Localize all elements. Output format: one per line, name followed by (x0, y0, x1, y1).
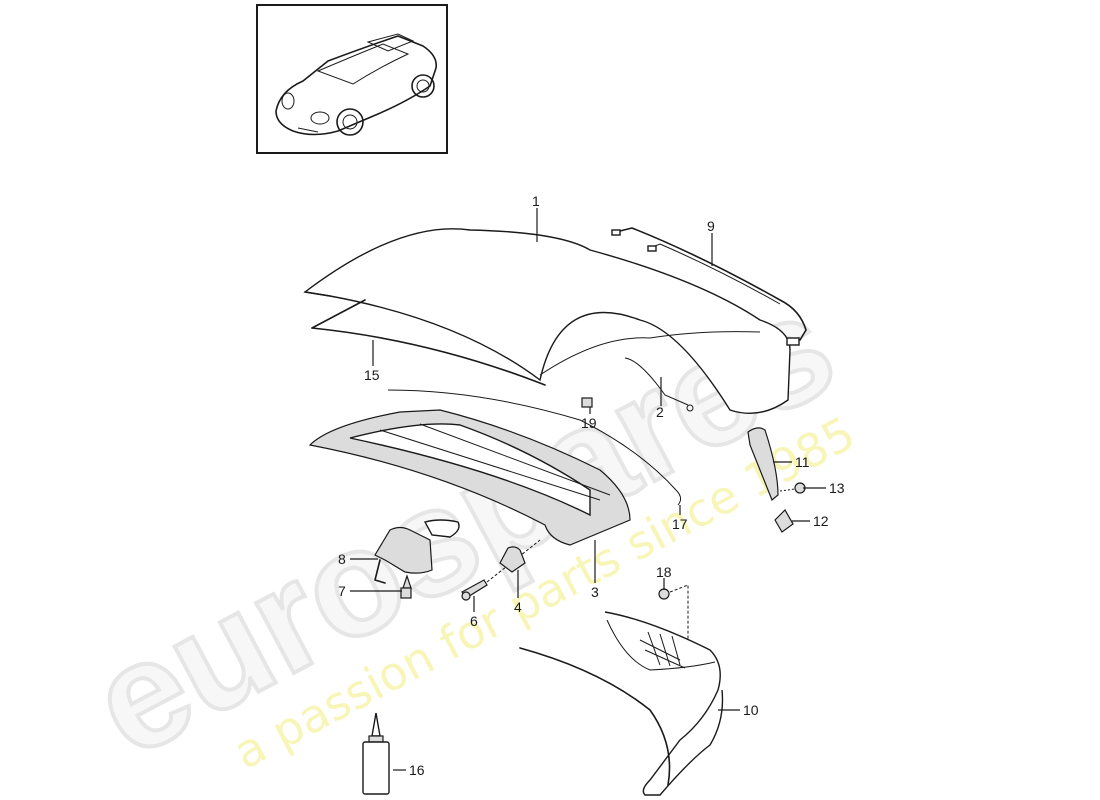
car-icon (275, 33, 438, 136)
part-13-rivet[interactable] (779, 482, 806, 494)
callout-8[interactable]: 8 (338, 551, 346, 567)
callout-16[interactable]: 16 (409, 762, 425, 778)
part-10-rear-trim[interactable] (519, 611, 724, 796)
part-11-pillar-trim[interactable] (747, 427, 779, 501)
callout-3[interactable]: 3 (591, 584, 599, 600)
part-3-roof-header[interactable] (308, 409, 631, 546)
part-16-adhesive-bottle[interactable] (362, 712, 390, 795)
callout-11[interactable]: 11 (795, 454, 810, 470)
callout-4[interactable]: 4 (514, 599, 522, 615)
callout-15[interactable]: 15 (364, 367, 380, 383)
callout-18[interactable]: 18 (656, 564, 672, 580)
part-19-clip[interactable] (581, 397, 593, 408)
part-17-cable[interactable] (387, 389, 682, 506)
part-1-top-cover[interactable] (303, 228, 791, 414)
part-6-bolt[interactable] (461, 539, 541, 601)
part-8-lock[interactable] (374, 519, 460, 584)
callout-19[interactable]: 19 (581, 415, 597, 431)
callout-2[interactable]: 2 (656, 404, 664, 420)
callout-10[interactable]: 10 (743, 702, 759, 718)
part-7-screw[interactable] (400, 574, 412, 599)
callout-1[interactable]: 1 (532, 193, 540, 209)
part-9-wiring-harness[interactable] (611, 227, 807, 346)
part-15-liner[interactable] (311, 299, 546, 386)
callout-7[interactable]: 7 (338, 583, 346, 599)
callout-9[interactable]: 9 (707, 218, 715, 234)
part-4-bracket[interactable] (499, 546, 526, 573)
part-12-clip[interactable] (774, 509, 794, 533)
callout-6[interactable]: 6 (470, 613, 478, 629)
leader-lines (350, 208, 826, 771)
part-2-tension-cable[interactable] (539, 331, 761, 412)
callout-17[interactable]: 17 (672, 516, 688, 532)
vehicle-thumbnail (256, 4, 448, 154)
callout-12[interactable]: 12 (813, 513, 829, 529)
callout-13[interactable]: 13 (829, 480, 845, 496)
